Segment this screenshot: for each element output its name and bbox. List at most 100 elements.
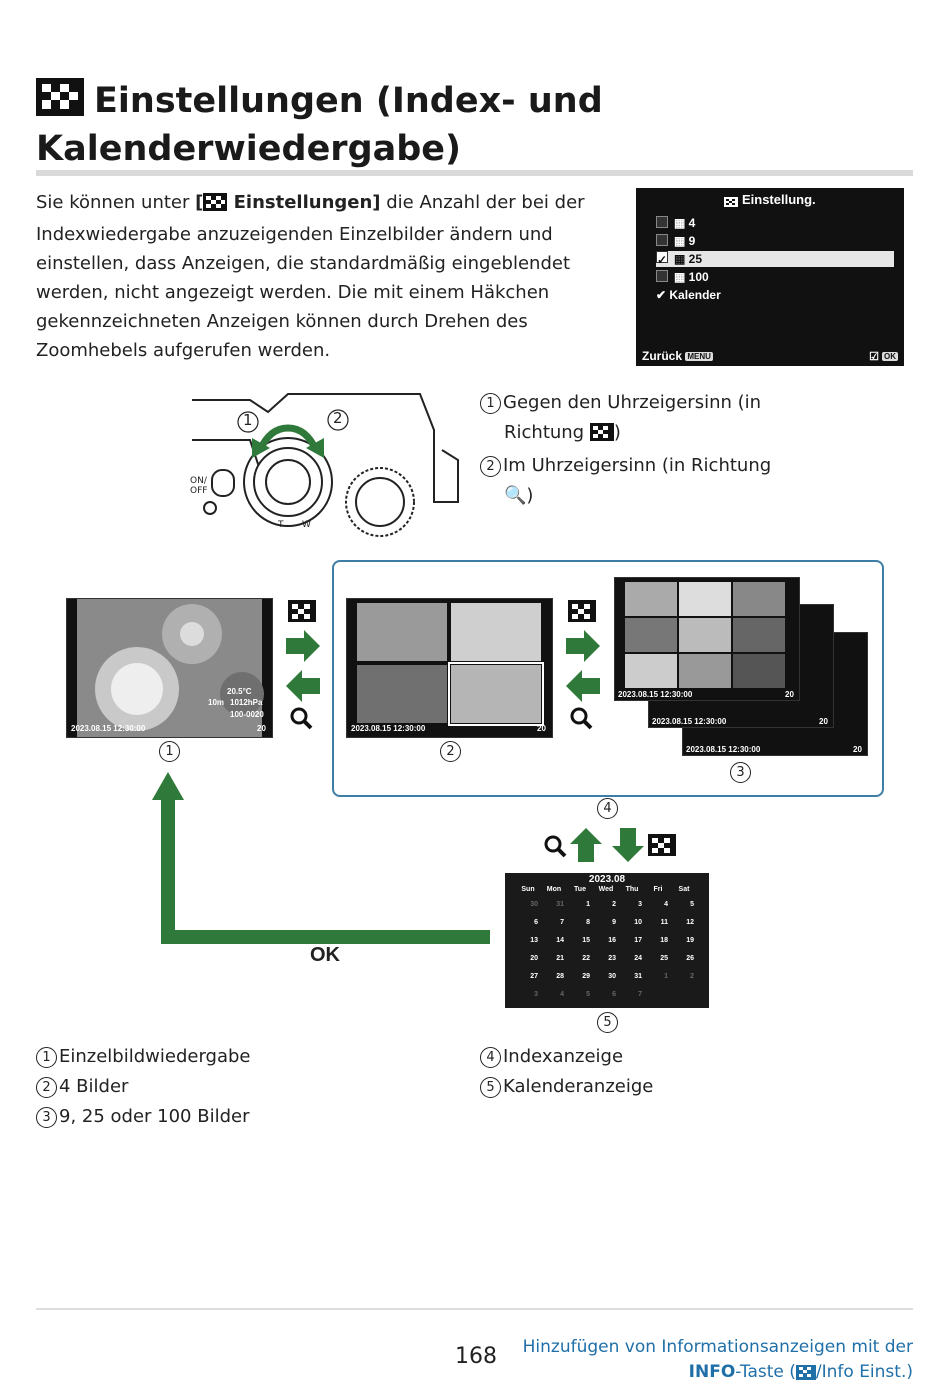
calendar-day-cell[interactable]: 12	[686, 919, 694, 926]
calendar-day-header: Fri	[653, 886, 663, 893]
calendar-day-cell[interactable]: 2	[690, 973, 694, 980]
checkbox-icon[interactable]	[656, 216, 668, 228]
calendar-day-cell[interactable]: 30	[608, 973, 616, 980]
calendar-day-cell[interactable]: 3	[638, 901, 642, 908]
calendar-day-cell[interactable]: 31	[556, 901, 564, 908]
calendar-day-cell[interactable]: 1	[586, 901, 590, 908]
circled-number: 4	[480, 1047, 501, 1068]
calendar-day-cell[interactable]: 10	[634, 919, 642, 926]
calendar-day-header: Tue	[574, 886, 586, 893]
calendar-day-cell[interactable]: 9	[612, 919, 616, 926]
lever-callout-1: 1	[243, 411, 253, 429]
calendar-day-header: Wed	[598, 886, 614, 893]
calendar-day-cell[interactable]: 5	[690, 901, 694, 908]
menu-item-4[interactable]: ▦ 4	[656, 215, 894, 231]
menu-item-label: 9	[688, 234, 696, 248]
calendar-day-cell[interactable]: 19	[686, 937, 694, 944]
calendar-day-cell[interactable]: 20	[530, 955, 538, 962]
menu-item-100[interactable]: ▦ 100	[656, 269, 894, 285]
footer-link-mid[interactable]: -Taste (	[735, 1362, 796, 1382]
checkbox-checked-icon[interactable]: ✓	[656, 251, 668, 267]
camera-zoom-lever-illustration: 1 2 ON/ OFF T W	[190, 390, 462, 542]
footer-link[interactable]: Hinzufügen von Informationsanzeigen mit …	[520, 1335, 913, 1388]
index-grid-icon	[589, 421, 614, 451]
four-image-screen: 2023.08.15 12:30:00 20	[346, 598, 553, 738]
checkbox-icon[interactable]	[656, 270, 668, 282]
calendar-day-cell[interactable]	[671, 986, 697, 1003]
power-label-on: ON/	[190, 476, 207, 486]
altitude-readout: 10m	[208, 698, 225, 707]
legend-text: 4 Bilder	[59, 1076, 129, 1097]
timestamp: 2023.08.15 12:30:00	[686, 745, 761, 754]
timestamp: 2023.08.15 12:30:00	[351, 724, 426, 733]
menu-item-label: 100	[688, 270, 709, 284]
timestamp: 2023.08.15 12:30:00	[652, 717, 727, 726]
footer-link-info[interactable]: INFO	[688, 1362, 736, 1382]
calendar-day-cell[interactable]: 6	[612, 991, 616, 998]
menu-item-calendar[interactable]: ✔ Kalender	[656, 287, 894, 303]
lever-callout-2: 2	[333, 409, 343, 427]
menu-item-25[interactable]: ✓ ▦ 25	[656, 251, 894, 267]
diagram-number-4: 4	[597, 798, 618, 819]
menu-item-label: Kalender	[669, 288, 721, 302]
calendar-day-cell[interactable]: 6	[534, 919, 538, 926]
calendar-day-cell[interactable]: 18	[660, 937, 668, 944]
ok-button[interactable]: ☑ OK	[869, 350, 898, 363]
intro-setting-name: Einstellungen]	[227, 192, 381, 213]
menu-item-label: 25	[688, 252, 703, 266]
calendar-month: 2023.08	[588, 874, 626, 885]
checkbox-icon[interactable]	[656, 234, 668, 246]
annotation-2-cont: 🔍)	[480, 481, 780, 511]
calendar-day-cell[interactable]: 21	[556, 955, 564, 962]
annotation-1-text: Gegen den Uhrzeigersinn (in	[503, 392, 762, 413]
calendar-day-cell[interactable]: 15	[582, 937, 590, 944]
calendar-day-cell[interactable]: 17	[634, 937, 642, 944]
calendar-day-cell[interactable]: 11	[660, 919, 668, 926]
calendar-day-cell[interactable]: 27	[530, 973, 538, 980]
calendar-day-cell[interactable]: 30	[530, 901, 538, 908]
calendar-day-cell[interactable]: 24	[634, 955, 642, 962]
calendar-day-cell[interactable]: 13	[530, 937, 538, 944]
calendar-day-cell[interactable]: 5	[586, 991, 590, 998]
footer-link-line-1[interactable]: Hinzufügen von Informationsanzeigen mit …	[522, 1337, 913, 1357]
calendar-day-cell[interactable]: 3	[534, 991, 538, 998]
temperature-readout: 20.5°C	[227, 687, 252, 696]
calendar-day-cell[interactable]: 16	[608, 937, 616, 944]
back-button[interactable]: Zurück MENU	[642, 349, 713, 363]
grid-25-icon: ▦	[674, 252, 689, 266]
calendar-day-cell[interactable]: 14	[556, 937, 564, 944]
calendar-day-cell[interactable]: 8	[586, 919, 590, 926]
single-image-screen: 20.5°C 10m 1012hPa 100-0020 2023.08.15 1…	[66, 598, 273, 738]
magnifier-icon: 🔍	[504, 485, 527, 506]
calendar-day-cell[interactable]	[645, 986, 671, 1003]
calendar-day-header: Mon	[546, 886, 562, 893]
legend-text: Indexanzeige	[503, 1046, 624, 1067]
calendar-day-cell[interactable]: 7	[560, 919, 564, 926]
frame-number: 20	[537, 724, 546, 733]
frame-number: 20	[853, 745, 862, 754]
calendar-day-cell[interactable]: 31	[634, 973, 642, 980]
frame-number: 20	[819, 717, 828, 726]
circled-number: 5	[480, 1077, 501, 1098]
calendar-day-cell[interactable]: 29	[582, 973, 590, 980]
calendar-day-cell[interactable]: 7	[638, 991, 642, 998]
ok-label: OK	[310, 944, 340, 966]
calendar-day-cell[interactable]: 1	[664, 973, 668, 980]
footer-link-end[interactable]: /Info Einst.)	[815, 1362, 913, 1382]
calendar-day-cell[interactable]: 23	[608, 955, 616, 962]
calendar-day-cell[interactable]: 28	[556, 973, 564, 980]
calendar-day-cell[interactable]: 25	[660, 955, 668, 962]
calendar-day-cell[interactable]: 22	[582, 955, 590, 962]
lever-t-label: T	[278, 520, 284, 530]
circled-number: 1	[36, 1047, 57, 1068]
calendar-day-cell[interactable]: 4	[664, 901, 668, 908]
calendar-day-cell[interactable]: 2	[612, 901, 616, 908]
menu-item-9[interactable]: ▦ 9	[656, 233, 894, 249]
calendar-day-cell[interactable]: 4	[560, 991, 564, 998]
calendar-day-cell[interactable]: 26	[686, 955, 694, 962]
annotation-2-close: )	[526, 485, 534, 506]
